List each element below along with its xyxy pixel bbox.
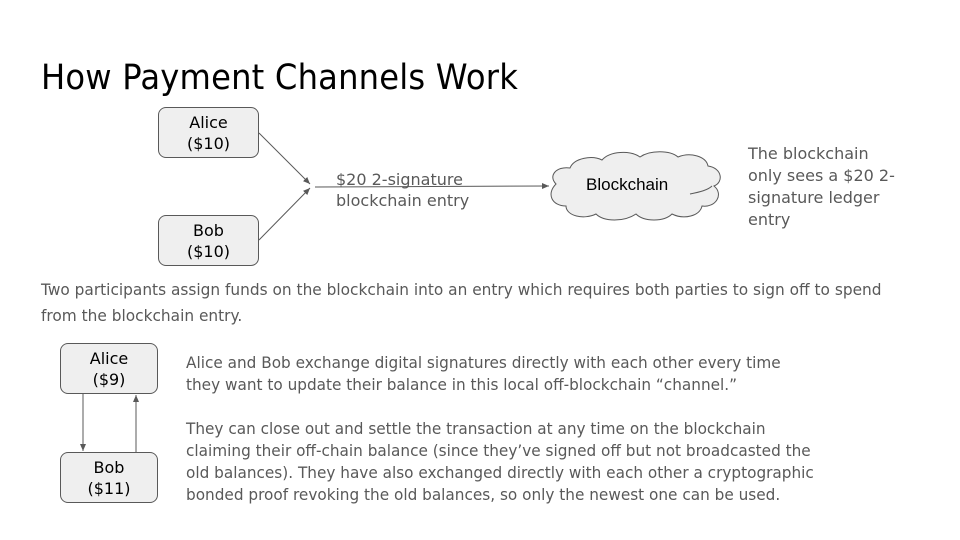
entry-label-line: $20 2-signature [336,170,463,189]
alice-balance: ($10) [186,133,231,153]
entry-label-line: blockchain entry [336,191,470,210]
alice-to-entry-arrow [258,132,311,185]
entry-label: $20 2-signature blockchain entry [336,169,469,211]
paragraph-signature-exchange: Alice and Bob exchange digital signature… [186,353,781,394]
bob-node-bottom: Bob ($11) [60,452,158,503]
alice-name: Alice [189,112,228,132]
bob-name: Bob [193,220,224,240]
alice-node-bottom: Alice ($9) [60,343,158,394]
slide-title: How Payment Channels Work [41,58,519,98]
side-note-line: entry [748,210,791,229]
side-note-line: The blockchain [748,144,869,163]
side-note-line: only sees a $20 2- [748,166,895,185]
alice-node-top: Alice ($10) [158,107,259,158]
alice-balance: ($9) [92,369,126,389]
alice-name: Alice [89,348,129,368]
entry-to-blockchain-arrow [314,183,550,190]
blockchain-cloud-label: Blockchain [586,175,669,194]
side-note: The blockchain only sees a $20 2- signat… [748,143,928,231]
bob-balance: ($10) [186,241,231,261]
bob-balance: ($11) [87,478,131,498]
blockchain-cloud-shape [550,151,721,221]
bob-name: Bob [93,457,125,477]
bob-node-top: Bob ($10) [158,215,259,266]
paragraph-settlement: They can close out and settle the transa… [186,419,814,504]
side-note-line: signature ledger [748,188,880,207]
description-text: Two participants assign funds on the blo… [41,280,882,325]
bob-to-entry-arrow [258,187,311,241]
